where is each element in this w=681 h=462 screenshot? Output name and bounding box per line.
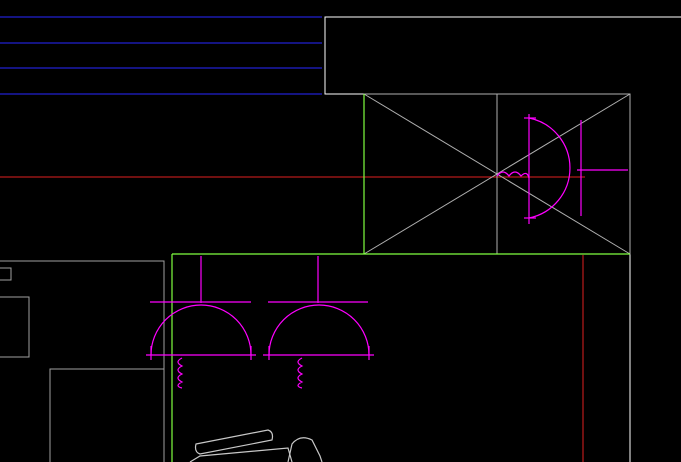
fixture-left-2 [263, 256, 374, 389]
furniture-outline [189, 429, 323, 462]
blue-hatch-lines [0, 16, 322, 95]
crossed-box [363, 93, 631, 255]
fixture-upper-right [496, 114, 628, 224]
red-axis-lines [0, 176, 585, 462]
white-outline-block [324, 16, 681, 462]
green-wall-lines [171, 94, 630, 462]
grey-walls-lower-left [0, 260, 165, 462]
fixture-left-1 [146, 256, 256, 389]
